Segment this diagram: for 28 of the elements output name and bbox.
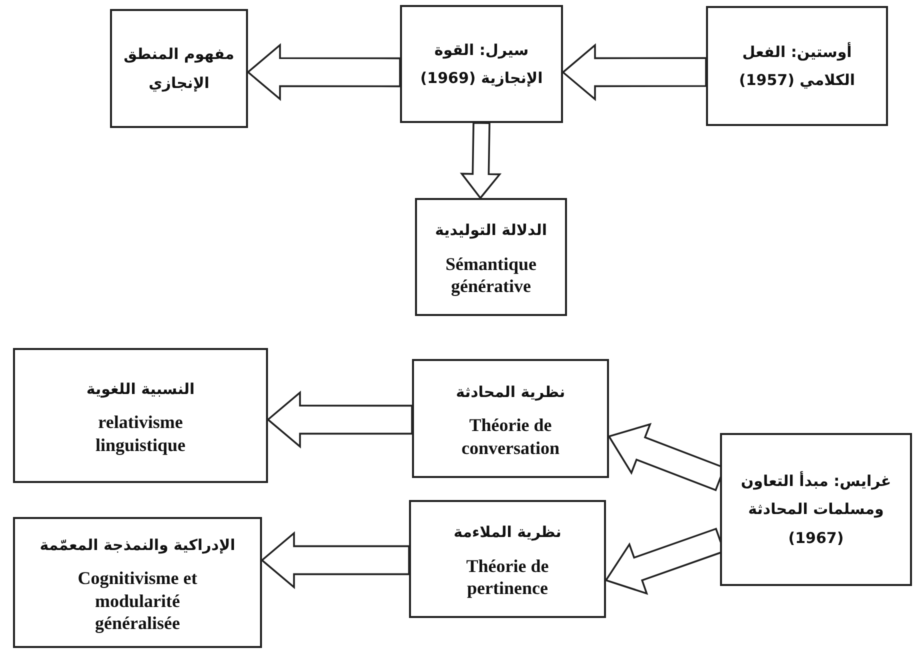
heading-text: مفهوم المنطق الإنجازي [122, 44, 236, 94]
block-arrow [260, 531, 410, 590]
concept-box [415, 198, 567, 316]
heading-text: نظرية المحادثة [456, 382, 566, 403]
term-text: Théorie de conversation [460, 414, 560, 460]
block-arrow [460, 122, 502, 200]
heading-text: النسبية اللغوية [86, 378, 195, 400]
concept-box [412, 359, 609, 478]
heading-text: غرايس: مبدأ التعاون ومسلمات المحادثة (1967) [740, 470, 892, 549]
block-arrow [266, 390, 413, 449]
term-text: relativisme linguistique [94, 411, 187, 456]
concept-box [409, 500, 606, 618]
concept-box [110, 9, 248, 128]
term-text: Sémantique générative [444, 252, 538, 298]
concept-box [706, 6, 888, 126]
term-text: Cognitivisme et modularité généralisée [76, 567, 198, 634]
heading-text: الدلالة التوليدية [434, 220, 547, 242]
heading-text: أوستين: الفعل الكلامي (1957) [738, 41, 856, 91]
concept-box [720, 433, 912, 586]
block-arrow [562, 43, 707, 102]
heading-text: الإدراكية والنمذجة المعمّمة [40, 534, 236, 556]
heading-text: سيرل: القوة الإنجازية (1969) [419, 40, 544, 89]
block-arrow [246, 43, 401, 102]
term-text: Théorie de pertinence [465, 554, 550, 600]
concept-box [400, 5, 563, 123]
heading-text: نظرية الملاءمة [454, 522, 562, 544]
concept-box [13, 348, 268, 483]
concept-box [13, 517, 262, 648]
